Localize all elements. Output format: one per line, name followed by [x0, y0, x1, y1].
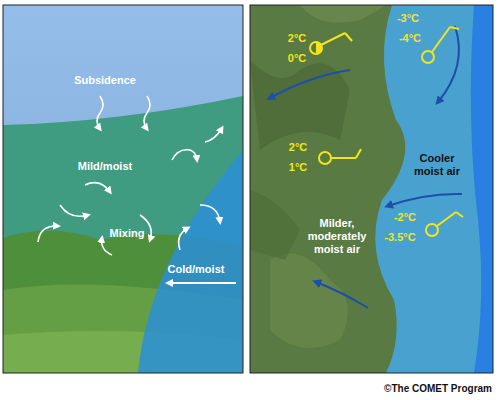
temperature-value: 2°C	[289, 141, 307, 154]
dewpoint-value: -4°C	[399, 32, 421, 45]
process-label: Subsidence	[74, 74, 136, 87]
air-mass-label: Mild/moist	[78, 160, 132, 173]
air-mass-label: Cooler moist air	[406, 152, 468, 178]
dewpoint-value: 1°C	[289, 161, 307, 174]
temperature-value: -2°C	[394, 211, 416, 224]
temperature-value: -3°C	[397, 12, 419, 25]
process-label: Mixing	[110, 227, 145, 240]
air-mass-label: Cold/moist	[168, 263, 225, 276]
dewpoint-value: 0°C	[288, 52, 306, 65]
copyright-note: ©The COMET Program	[384, 382, 492, 395]
temperature-value: 2°C	[288, 32, 306, 45]
map-panel	[250, 5, 493, 373]
dewpoint-value: -3.5°C	[384, 231, 415, 244]
air-mass-label: Milder, moderately moist air	[298, 217, 376, 256]
cross-section-panel	[3, 5, 243, 373]
